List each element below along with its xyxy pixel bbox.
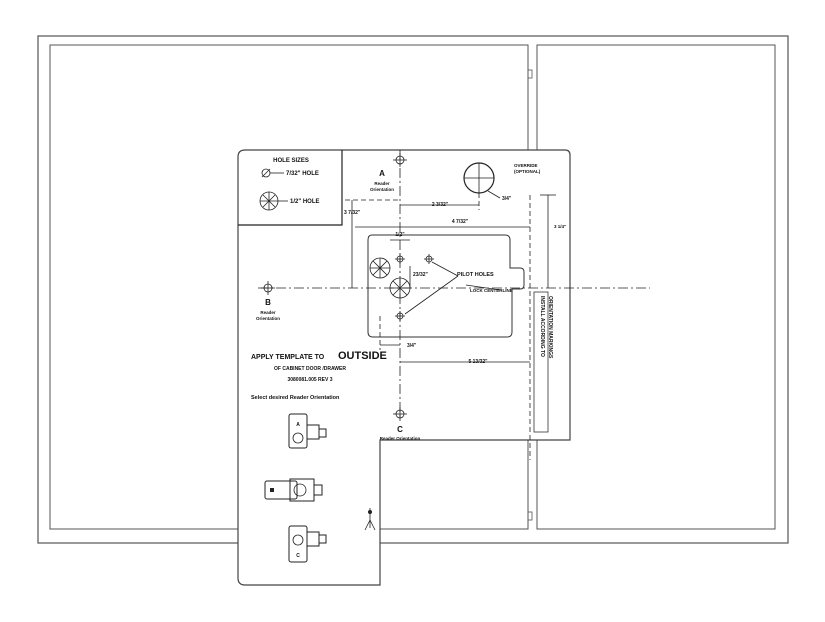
reader-b-line2: Orientation: [256, 316, 280, 321]
large-hole-icon: [259, 191, 288, 211]
reader-b-letter: B: [265, 298, 271, 307]
override-label-1: OVERRIDE: [514, 163, 538, 168]
override-label-2: (OPTIONAL): [514, 169, 541, 174]
pilot-leader-1: [431, 261, 459, 277]
apply-prefix: APPLY TEMPLATE TO: [251, 354, 325, 361]
large-hole-label: 1/2" HOLE: [290, 199, 320, 205]
pilot-hole-right: [424, 254, 434, 264]
pilot-hole-bottom: [395, 311, 405, 321]
reader-a-line2: Orientation: [370, 187, 394, 192]
select-orientation: Select desired Reader Orientation: [251, 395, 340, 401]
scissors-icon: [364, 508, 376, 531]
dim-4-7-32-label: 4 7/32": [452, 219, 469, 225]
apply-line3: 3080081.005 REV 3: [287, 377, 332, 383]
dim-4-7-32: [355, 195, 531, 460]
pilot-holes-label: PILOT HOLES: [457, 272, 494, 278]
dim-3-7-32: [345, 199, 400, 288]
orientation-icon-c-letter: C: [296, 553, 300, 559]
apply-line2: OF CABINET DOOR /DRAWER: [274, 366, 346, 372]
small-hole-label: 7/32" HOLE: [286, 171, 319, 177]
side-note-1: INSTALL ACCORDING TO: [539, 296, 545, 357]
lock-hole-center: [389, 277, 411, 299]
reader-b-line1: Reader: [260, 310, 276, 315]
reader-c-marker: [393, 407, 407, 421]
reader-a-marker: [393, 153, 407, 167]
centerline-label: LOCK CENTERLINE: [470, 288, 513, 293]
dim-2-3-32: [400, 193, 480, 210]
reader-c-letter: C: [397, 425, 403, 434]
reader-c-label: Reader Orientation: [380, 436, 421, 441]
pilot-leader-2: [404, 275, 459, 315]
orientation-icon-b: [264, 478, 323, 502]
side-note-box: [533, 291, 549, 433]
template-sheet: [237, 149, 571, 586]
centerline-leader: [465, 284, 501, 291]
dim-3-1-4-label: 3 1/4": [554, 224, 566, 229]
small-hole-icon: [261, 168, 284, 178]
pilot-hole-top: [395, 254, 405, 264]
reader-a-letter: A: [379, 169, 385, 178]
dim-2-3-32-label: 2 3/32": [432, 202, 449, 208]
dim-3-7-32-label: 3 7/32": [344, 210, 361, 216]
override-dim: 3/4": [502, 196, 512, 202]
hole-sizes-title: HOLE SIZES: [273, 158, 309, 164]
orientation-icon-b-marker: [270, 488, 274, 492]
lock-hole-left: [369, 257, 391, 279]
side-note-2: ORIENTATION MARKINGS: [547, 296, 553, 359]
hole-sizes-legend: HOLE SIZES 7/32" HOLE 1/2" HOLE: [238, 150, 343, 226]
dim-5-13-32-label: 5 13/32": [468, 359, 488, 365]
dim-23-32-label: 23/32": [413, 272, 429, 278]
apply-emphasis: OUTSIDE: [338, 350, 387, 362]
orientation-icon-c: C: [288, 525, 327, 563]
reader-b-marker: [261, 281, 275, 295]
dim-3-1-4: [540, 194, 556, 288]
dim-3-4-label: 3/4": [407, 343, 417, 349]
orientation-icon-a: A: [288, 413, 327, 449]
reader-a-line1: Reader: [374, 181, 390, 186]
dim-1-2-label: 1/2": [395, 232, 405, 238]
lock-body-outline: [367, 234, 525, 338]
orientation-icon-a-letter: A: [296, 422, 300, 428]
